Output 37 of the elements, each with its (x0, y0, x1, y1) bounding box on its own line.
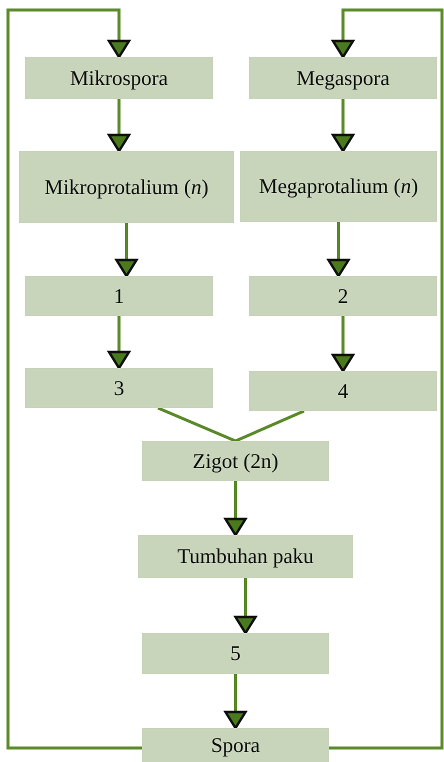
arrow (115, 223, 138, 278)
step-label: Zigot (2n) (192, 448, 278, 474)
process-box (142, 728, 329, 762)
step-label: Megaprotalium (n) (258, 173, 418, 200)
process-box (25, 276, 213, 316)
process-box (142, 441, 329, 481)
process-box (249, 276, 437, 316)
connector-line (234, 410, 305, 442)
arrow (329, 8, 444, 750)
step-label: Tumbuhan paku (177, 543, 314, 570)
step-label: 4 (338, 378, 348, 404)
step-label: 5 (230, 640, 241, 667)
arrow (332, 99, 354, 152)
step-label: Mikrospora (70, 64, 168, 92)
step-label: Megaspora (296, 64, 390, 92)
arrow (224, 674, 247, 730)
arrow (234, 578, 257, 634)
process-box (249, 57, 437, 99)
arrow (108, 316, 130, 370)
arrow (108, 99, 130, 152)
arrow (327, 222, 350, 278)
step-label: 1 (114, 282, 124, 310)
arrow (224, 481, 247, 536)
process-box (240, 151, 437, 222)
process-box (138, 535, 353, 578)
step-label: Mikroprotalium (n) (44, 174, 208, 200)
connector-line (157, 406, 236, 442)
arrow (6, 8, 142, 750)
process-box (25, 57, 213, 99)
process-box (25, 368, 213, 408)
process-box (142, 633, 329, 674)
step-label: 2 (338, 282, 348, 310)
process-box (249, 371, 437, 411)
arrow (332, 316, 354, 372)
step-label: Spora (211, 732, 260, 758)
process-box (19, 151, 234, 223)
step-label: 3 (114, 374, 124, 402)
